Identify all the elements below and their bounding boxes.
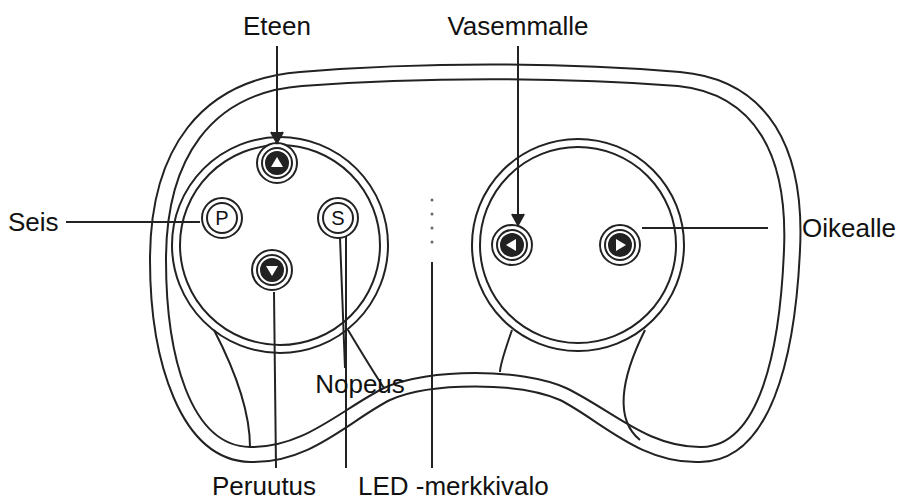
- leader-arrowhead: [512, 214, 524, 225]
- leader-arrowhead: [271, 132, 283, 143]
- leader-line: [274, 292, 276, 468]
- leader-line: [431, 262, 433, 468]
- label-right: Oikealle: [802, 215, 896, 241]
- leader-line: [517, 46, 519, 222]
- leader-line: [340, 238, 345, 368]
- label-led: LED -merkkivalo: [358, 473, 549, 499]
- label-speed: Nopeus: [315, 371, 405, 397]
- left-pad-ring-inner: [180, 145, 380, 345]
- right-pad-ring: [472, 139, 684, 351]
- label-forward: Eteen: [243, 13, 311, 39]
- right-pad-ring-inner: [480, 147, 676, 343]
- leader-line: [345, 236, 347, 468]
- leader-line: [66, 221, 200, 223]
- reverse-button: [252, 250, 292, 290]
- housing-inner-outline: [166, 79, 784, 447]
- leader-line: [642, 227, 768, 229]
- grip-curve: [214, 330, 250, 447]
- label-reverse: Peruutus: [212, 473, 316, 499]
- grip-curve: [500, 330, 512, 372]
- right-button: [600, 225, 640, 265]
- grip-curve: [624, 330, 645, 440]
- led-indicator: [431, 199, 434, 244]
- label-stop: Seis: [8, 209, 59, 235]
- leader-line: [276, 46, 278, 140]
- label-left: Vasemmalle: [447, 13, 588, 39]
- stop-button-letter: P: [208, 204, 236, 232]
- left-button: [492, 225, 532, 265]
- speed-button-letter: S: [324, 204, 352, 232]
- housing-outline: [150, 65, 800, 463]
- stop-button: [202, 198, 242, 238]
- button-letter: S: [331, 208, 344, 228]
- button-letter: P: [215, 208, 228, 228]
- speed-button: [318, 198, 358, 238]
- forward-button: [257, 143, 297, 183]
- left-pad-ring: [172, 137, 388, 353]
